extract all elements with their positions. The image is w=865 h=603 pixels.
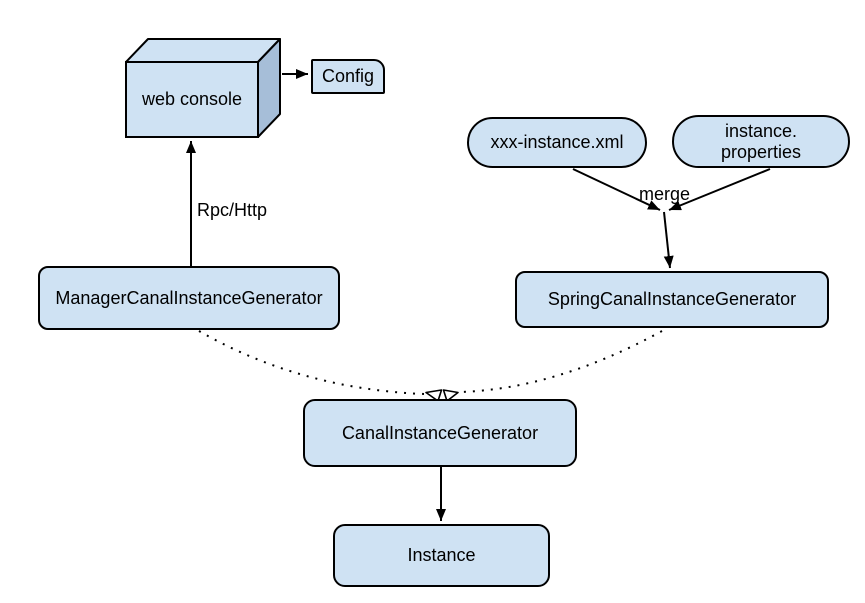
- node-instance[interactable]: Instance: [333, 524, 550, 587]
- node-instance-properties[interactable]: instance. properties: [672, 115, 850, 168]
- spring-generator-label: SpringCanalInstanceGenerator: [547, 289, 797, 309]
- edge-label-rpc-http: Rpc/Http: [197, 200, 268, 220]
- node-web-console[interactable]: web console: [126, 62, 258, 137]
- edge-label-merge: merge: [639, 184, 691, 204]
- instance-label: Instance: [407, 545, 476, 565]
- cube-front-face: [125, 61, 259, 138]
- edge-merge-spring: [663, 211, 674, 269]
- instance-properties-label: instance. properties: [720, 120, 802, 162]
- edge-spring-canal-dotted: [459, 330, 663, 393]
- xxx-instance-xml-label: xxx-instance.xml: [490, 132, 624, 152]
- node-spring-canal-instance-generator[interactable]: SpringCanalInstanceGenerator: [515, 271, 829, 328]
- canal-generator-label: CanalInstanceGenerator: [341, 422, 539, 443]
- open-triangle-arrowhead-right: [442, 389, 459, 402]
- node-xxx-instance-xml[interactable]: xxx-instance.xml: [467, 117, 647, 168]
- edge-xml-merge: [572, 168, 661, 211]
- web-console-label: web console: [141, 89, 243, 109]
- config-label: Config: [321, 66, 375, 86]
- edge-manager-canal-dotted: [198, 330, 425, 395]
- cube-top-face: [125, 38, 281, 63]
- node-config[interactable]: Config: [311, 59, 385, 94]
- open-triangle-arrowhead-left: [425, 389, 443, 402]
- node-canal-instance-generator[interactable]: CanalInstanceGenerator: [303, 399, 577, 467]
- edge-properties-merge: [668, 168, 771, 211]
- node-manager-canal-instance-generator[interactable]: ManagerCanalInstanceGenerator: [38, 266, 340, 330]
- web-console-cube: [125, 38, 281, 138]
- manager-generator-label: ManagerCanalInstanceGenerator: [55, 287, 323, 308]
